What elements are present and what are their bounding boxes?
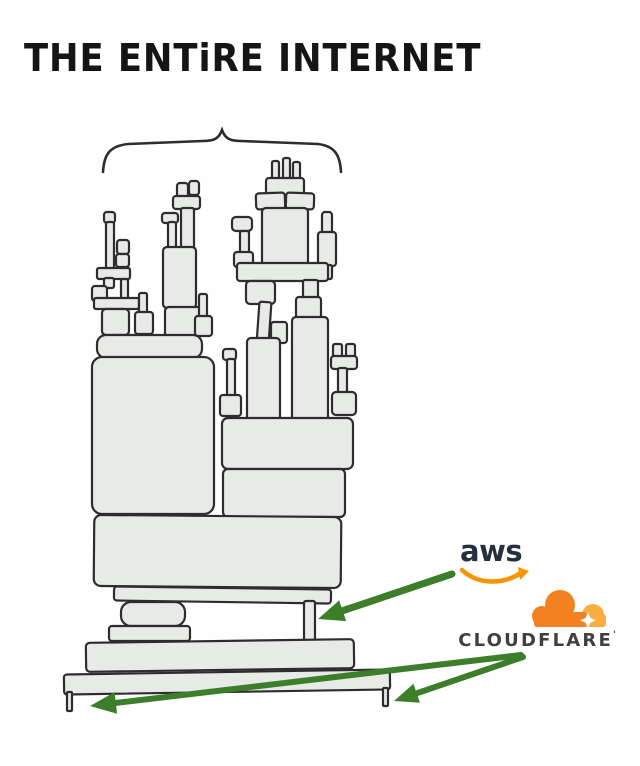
block-tower (62, 156, 392, 713)
arrow-cloudflare-to-right-leg (394, 654, 526, 703)
trademark-mark: ' (612, 630, 616, 640)
block (230, 215, 254, 233)
block (197, 292, 209, 320)
block (100, 307, 131, 337)
cloudflare-wordmark-row: CLOUDFLARE' (452, 630, 622, 651)
block (302, 599, 317, 643)
arrow-aws-to-pillar (318, 570, 456, 622)
block (92, 513, 343, 590)
sparkle-icon (580, 612, 596, 629)
arrow-cloudflare-to-left-leg (90, 652, 524, 714)
block (316, 230, 338, 268)
block (381, 686, 390, 708)
block (65, 690, 74, 713)
block (84, 638, 356, 673)
block (330, 390, 358, 417)
block (225, 357, 237, 399)
block (290, 315, 330, 425)
block (294, 295, 323, 321)
block (260, 206, 310, 267)
block (119, 600, 187, 628)
block (133, 310, 155, 336)
cloudflare-logo: CLOUDFLARE' (452, 586, 622, 656)
block (235, 261, 330, 283)
block (220, 416, 355, 471)
block (95, 333, 204, 360)
block (92, 296, 141, 311)
block (107, 624, 192, 643)
cloudflare-wordmark: CLOUDFLARE (458, 630, 613, 651)
block (90, 355, 216, 516)
block (112, 585, 333, 605)
brace (101, 126, 343, 174)
block (166, 220, 178, 250)
block (104, 220, 116, 273)
page-title: THE ENTiRE INTERNET (24, 36, 482, 80)
block (245, 336, 282, 425)
cloudflare-cloud-icon (532, 590, 606, 629)
block (221, 467, 347, 519)
block (161, 245, 198, 310)
block (218, 393, 243, 418)
block (179, 206, 196, 250)
block (137, 291, 149, 316)
block (320, 210, 334, 236)
block (119, 277, 130, 301)
aws-logo: aws (456, 534, 536, 590)
block (336, 366, 349, 396)
block (281, 156, 292, 181)
block (115, 238, 131, 256)
block (114, 252, 131, 269)
block (244, 279, 277, 306)
block (187, 179, 201, 197)
aws-smile-arrow-icon (459, 567, 529, 584)
aws-wordmark: aws (460, 534, 523, 568)
block (193, 314, 214, 338)
